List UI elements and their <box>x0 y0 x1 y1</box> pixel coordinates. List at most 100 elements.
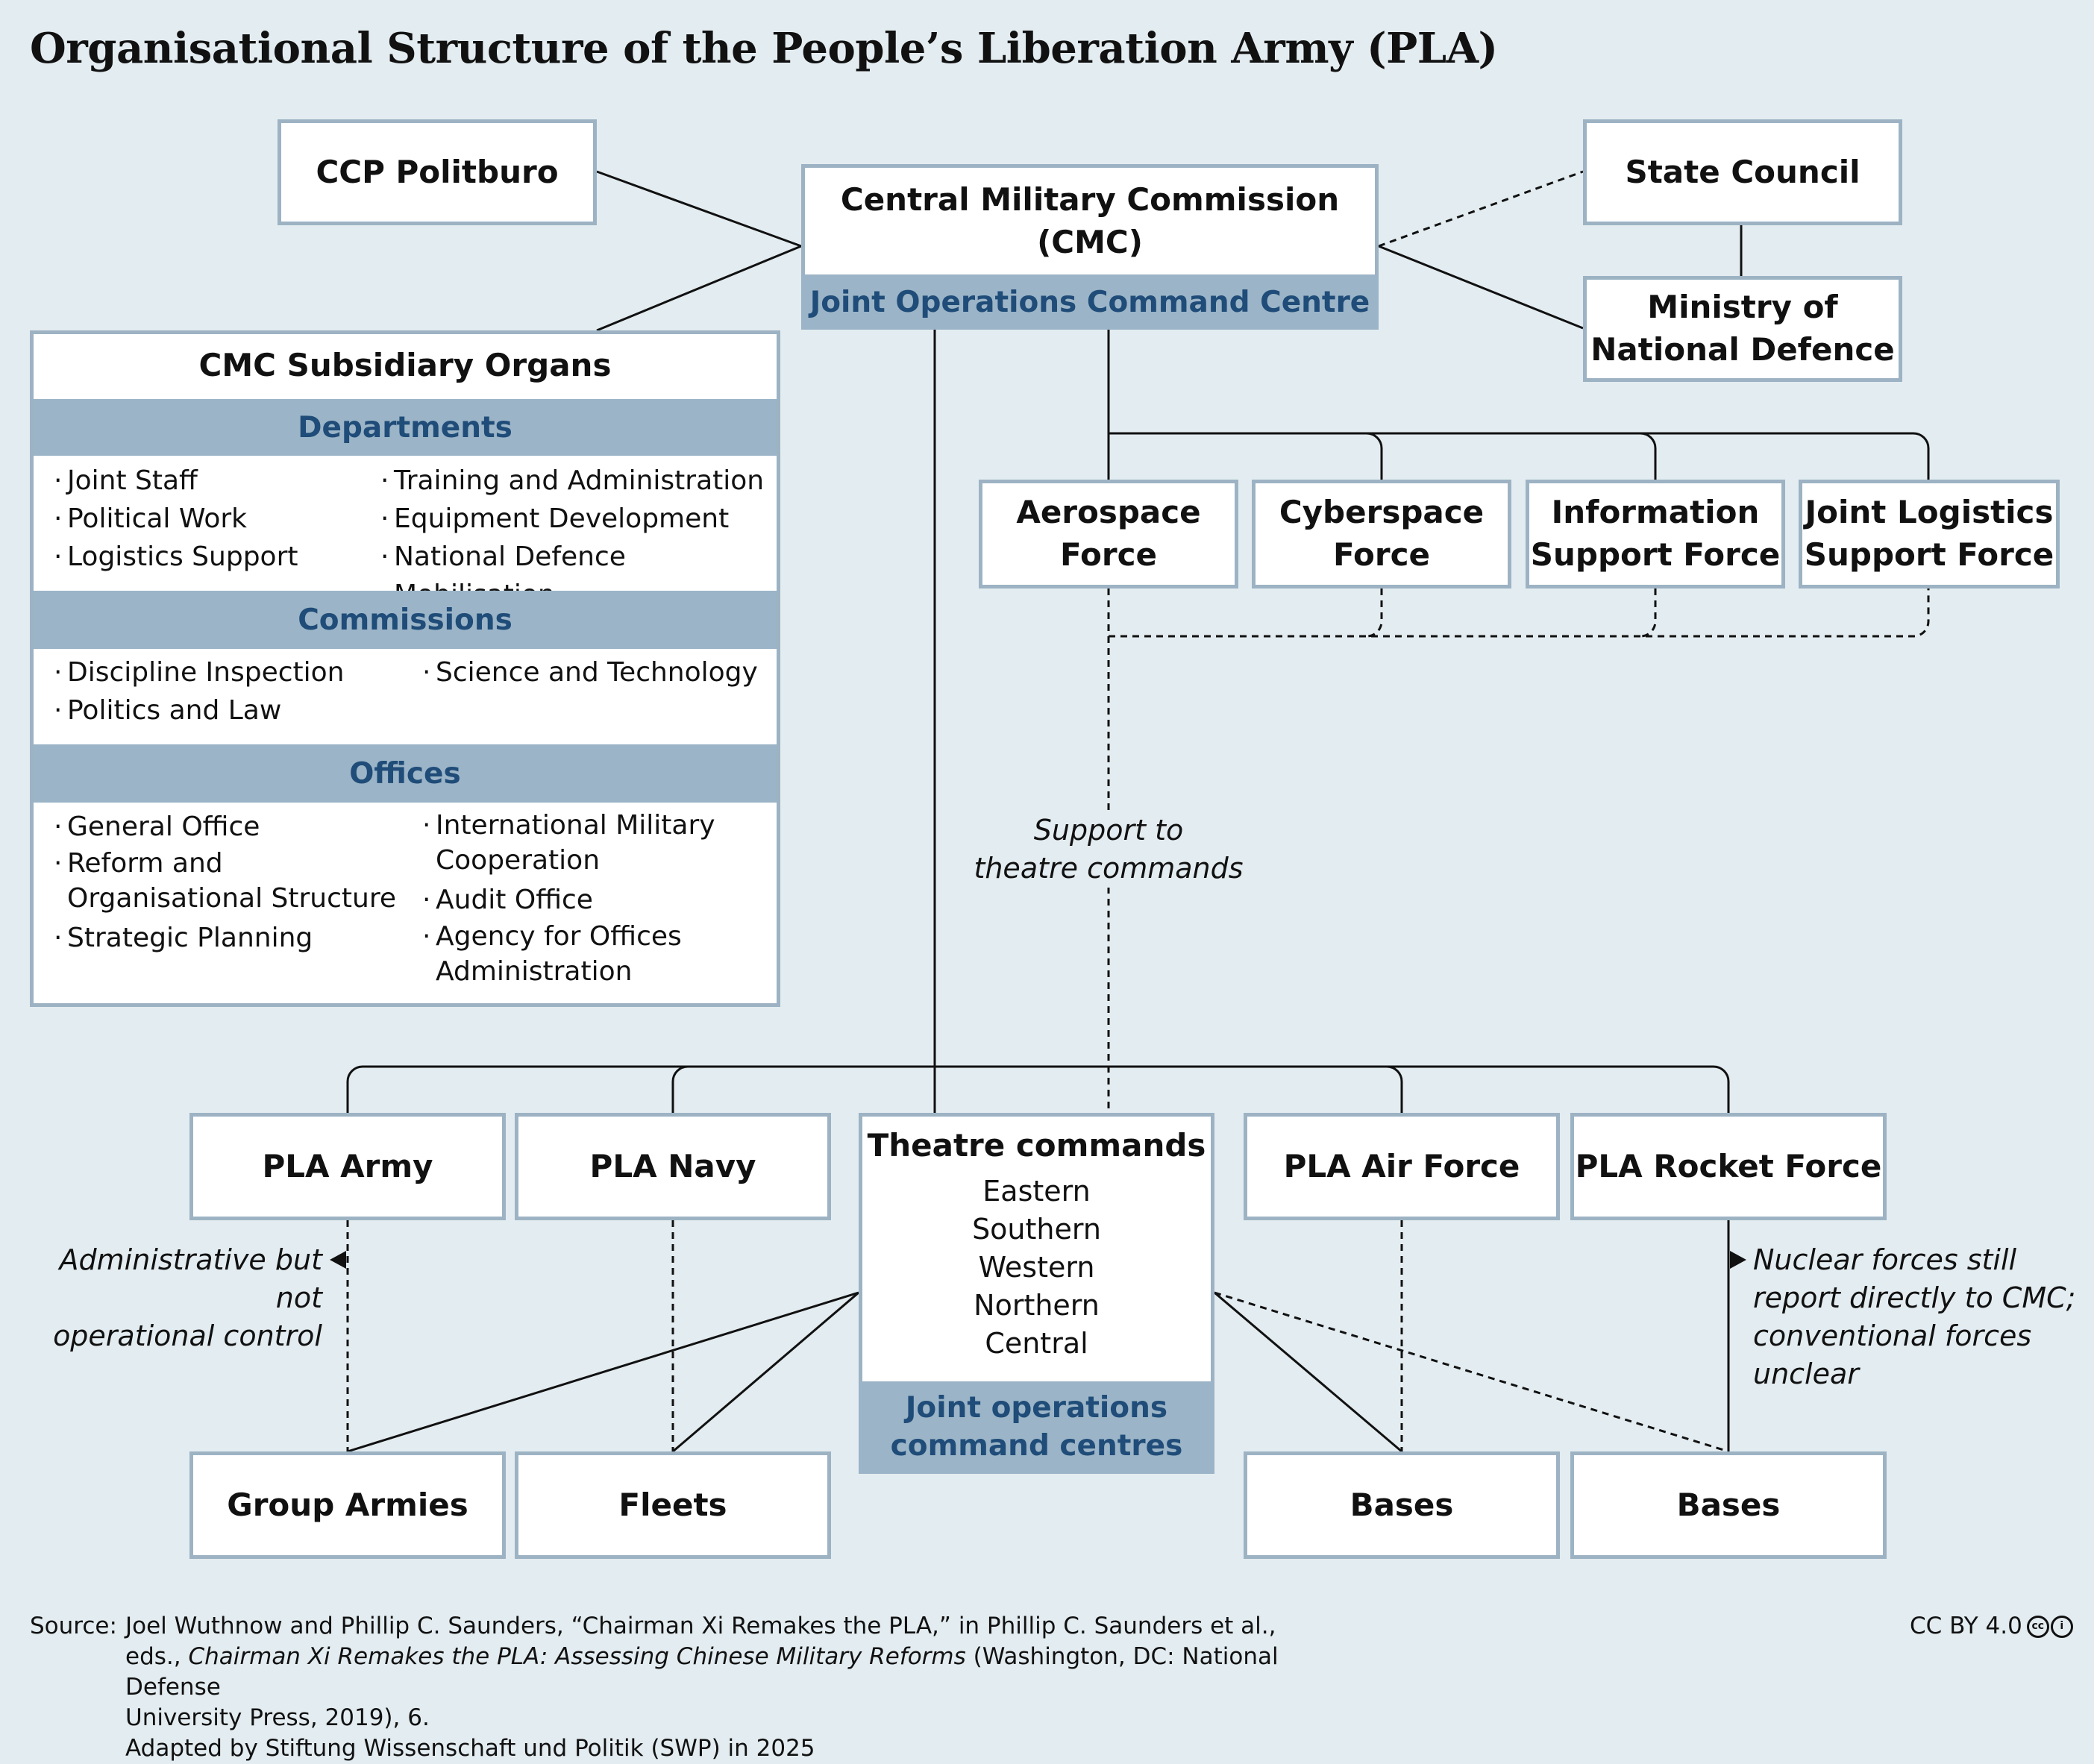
pla-air-force-label: PLA Air Force <box>1283 1147 1520 1184</box>
aerospace-force-box: Aerospace Force <box>979 480 1238 588</box>
pla-navy-box: PLA Navy <box>515 1113 831 1220</box>
aerospace-label-l2: Force <box>1060 536 1157 573</box>
line-subsidiary-cmc <box>596 245 802 332</box>
ccp-politburo-box: CCP Politburo <box>278 119 597 225</box>
line-theatre-bases-air <box>1214 1291 1402 1453</box>
creative-commons-icon: cc <box>2026 1615 2049 1638</box>
support-note-l1: Support to <box>1033 814 1184 847</box>
group-armies-label: Group Armies <box>227 1486 468 1523</box>
list-item: Discipline Inspection <box>54 653 427 691</box>
joint-operations-command-centre: Joint Operations Command Centre <box>801 274 1379 330</box>
cmc-subsidiary-organs-panel: CMC Subsidiary Organs Departments Joint … <box>30 330 780 1007</box>
license-label: CC BY 4.0 <box>1910 1613 2022 1639</box>
license-badge: CC BY 4.0 cc i <box>1910 1611 2073 1642</box>
commissions-list-col1: Discipline Inspection Politics and Law <box>54 653 427 729</box>
list-item: Southern <box>972 1213 1101 1246</box>
theatre-commands-box: Theatre commands Eastern Southern Wester… <box>859 1113 1214 1381</box>
jocc-label-l2: command centres <box>890 1429 1183 1463</box>
source-label: Source: <box>30 1613 117 1639</box>
fleets-label: Fleets <box>618 1486 727 1523</box>
line-politburo-cmc <box>596 170 802 248</box>
joint-logistics-support-force-box: Joint Logistics Support Force <box>1799 480 2060 588</box>
admin-note-l2: operational control <box>53 1319 322 1352</box>
source-line1: Joel Wuthnow and Phillip C. Saunders, “C… <box>125 1613 1276 1639</box>
list-item: Equipment Development <box>380 500 776 538</box>
list-item: Political Work <box>54 500 382 538</box>
info-label-l2: Support Force <box>1530 536 1781 573</box>
pla-air-force-box: PLA Air Force <box>1244 1113 1560 1220</box>
departments-heading: Departments <box>30 399 780 456</box>
list-item: Science and Technology <box>422 653 773 691</box>
joint-operations-command-centre-label: Joint Operations Command Centre <box>809 285 1370 319</box>
bases-air-label: Bases <box>1349 1486 1454 1523</box>
line-cmc-forces <box>1107 330 1930 480</box>
pla-navy-label: PLA Navy <box>589 1147 756 1184</box>
commissions-heading: Commissions <box>30 591 780 649</box>
support-note-l2: theatre commands <box>974 852 1244 885</box>
cyberspace-label-l1: Cyberspace <box>1279 494 1485 531</box>
cyberspace-label-l2: Force <box>1333 536 1430 573</box>
list-item: Logistics Support <box>54 538 382 576</box>
group-armies-box: Group Armies <box>189 1451 506 1559</box>
bases-rocket-force-box: Bases <box>1570 1451 1887 1559</box>
page-title: Organisational Structure of the People’s… <box>30 24 1498 73</box>
source-line3: University Press, 2019), 6. <box>125 1704 430 1731</box>
list-item: Strategic Planning <box>54 919 419 957</box>
ccp-politburo-label: CCP Politburo <box>316 153 559 190</box>
list-item: Training and Administration <box>380 462 776 500</box>
list-item: Audit Office <box>422 881 736 919</box>
cyberspace-force-box: Cyberspace Force <box>1252 480 1511 588</box>
list-item: Agency for Offices Administration <box>422 919 704 989</box>
list-item: General Office <box>54 808 419 846</box>
source-line2-italic: Chairman Xi Remakes the PLA: Assessing C… <box>188 1643 966 1670</box>
nuclear-note-l3: conventional forces <box>1753 1319 2032 1352</box>
list-item: Joint Staff <box>54 462 382 500</box>
list-item: Western <box>978 1251 1095 1284</box>
offices-list-col2: International Military Cooperation Audit… <box>422 808 736 992</box>
line-cmc-services <box>346 330 1730 1113</box>
commissions-list-col2: Science and Technology <box>422 653 773 691</box>
list-item: Northern <box>974 1289 1100 1322</box>
pla-rocket-force-box: PLA Rocket Force <box>1570 1113 1887 1220</box>
list-item: Reform and Organisational Structure <box>54 846 410 916</box>
list-item: Central <box>985 1327 1088 1360</box>
offices-list-col1: General Office Reform and Organisational… <box>54 808 419 957</box>
line-forces-support-dashed <box>1107 588 1930 1113</box>
aerospace-label-l1: Aerospace <box>1016 494 1201 531</box>
ministry-label-line2: National Defence <box>1590 331 1895 368</box>
administrative-control-note: Administrative but not operational contr… <box>15 1241 322 1355</box>
arrow-right-icon <box>1730 1251 1746 1269</box>
nuclear-note-l2: report directly to CMC; <box>1753 1281 2076 1314</box>
admin-note-l1: Administrative but not <box>59 1243 322 1314</box>
line-theatre-fleets <box>672 1291 859 1453</box>
line-theatre-bases-rocket-dashed <box>1214 1291 1729 1453</box>
source-text: Joel Wuthnow and Phillip C. Saunders, “C… <box>125 1611 1319 1764</box>
source-line2-pre: eds., <box>125 1643 189 1670</box>
joint-operations-command-centres: Joint operations command centres <box>859 1381 1214 1474</box>
logistics-label-l1: Joint Logistics <box>1805 494 2054 531</box>
departments-list-col1: Joint Staff Political Work Logistics Sup… <box>54 462 382 576</box>
nuclear-forces-note: Nuclear forces still report directly to … <box>1753 1241 2089 1393</box>
ministry-label-line1: Ministry of <box>1647 289 1838 326</box>
line-cmc-ministry <box>1378 245 1584 330</box>
fleets-box: Fleets <box>515 1451 831 1559</box>
list-item: Eastern <box>982 1175 1091 1208</box>
nuclear-note-l4: unclear <box>1753 1357 1859 1390</box>
list-item: Politics and Law <box>54 691 427 729</box>
logistics-label-l2: Support Force <box>1804 536 2054 573</box>
info-label-l1: Information <box>1551 494 1760 531</box>
list-item: International Military Cooperation <box>422 808 719 878</box>
jocc-label-l1: Joint operations <box>905 1391 1168 1425</box>
state-council-box: State Council <box>1583 119 1902 225</box>
offices-heading: Offices <box>30 744 780 803</box>
source-line4: Adapted by Stiftung Wissenschaft und Pol… <box>125 1735 815 1762</box>
cmc-label: Central Military Commission (CMC) <box>840 181 1340 260</box>
pla-rocket-force-label: PLA Rocket Force <box>1575 1147 1882 1184</box>
theatre-commands-title: Theatre commands <box>867 1127 1206 1164</box>
state-council-label: State Council <box>1625 153 1861 190</box>
bases-rocket-label: Bases <box>1676 1486 1781 1523</box>
nuclear-note-l1: Nuclear forces still <box>1753 1243 2017 1276</box>
source-line2: eds., Chairman Xi Remakes the PLA: Asses… <box>125 1642 1319 1703</box>
subsidiary-title: CMC Subsidiary Organs <box>30 330 780 399</box>
